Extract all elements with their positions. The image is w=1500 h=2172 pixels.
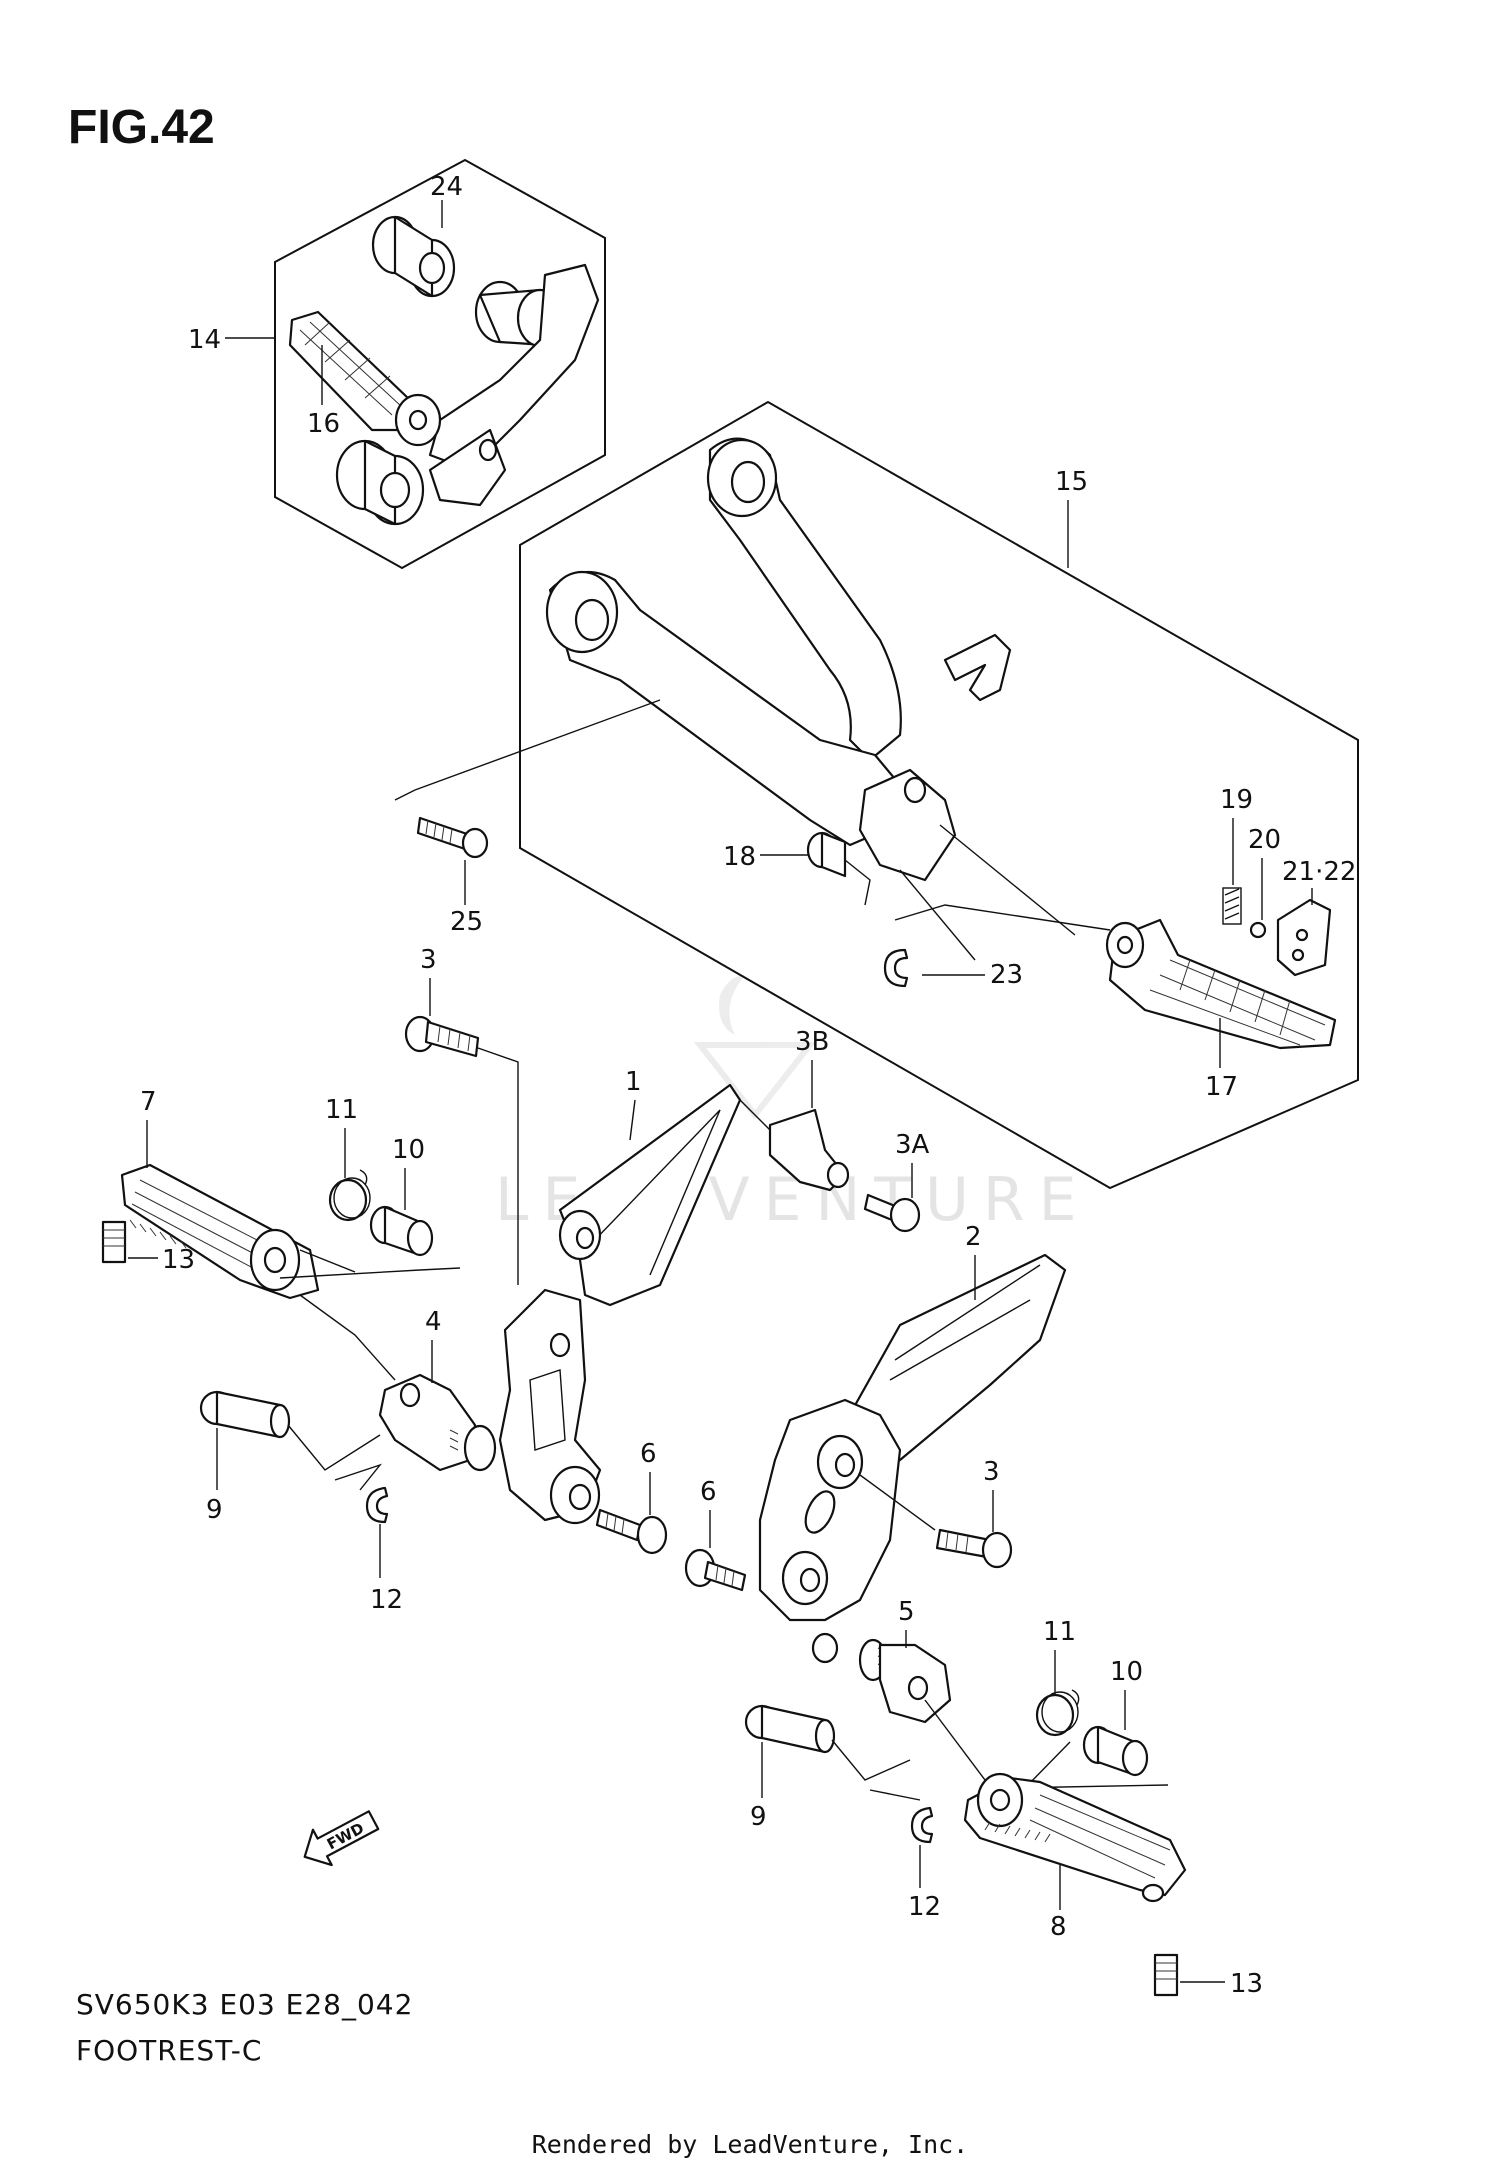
callout-2: 2 xyxy=(965,1222,982,1252)
bracket-2 xyxy=(758,1253,1067,1664)
passenger-bracket-14 xyxy=(288,215,600,526)
callout-1: 1 xyxy=(625,1067,642,1097)
callout-15: 15 xyxy=(1055,467,1088,497)
callout-25: 25 xyxy=(450,907,483,937)
callout-12-left: 12 xyxy=(370,1585,403,1615)
callout-17: 17 xyxy=(1205,1072,1238,1102)
callout-10-left: 10 xyxy=(392,1135,425,1165)
assembly-box-14 xyxy=(274,158,606,570)
callout-4: 4 xyxy=(425,1307,442,1337)
callout-6-a: 6 xyxy=(640,1439,657,1469)
spring-11-right xyxy=(1035,1689,1080,1737)
rider-bracket-15 xyxy=(545,437,1012,882)
callout-13-left: 13 xyxy=(162,1245,195,1275)
assembly-box-15 xyxy=(519,400,1359,1190)
render-credit: Rendered by LeadVenture, Inc. xyxy=(531,2130,969,2159)
holder-4 xyxy=(378,1373,497,1472)
callout-14: 14 xyxy=(188,325,221,355)
bolt-25 xyxy=(416,816,489,859)
callout-9-left: 9 xyxy=(206,1495,223,1525)
e-clip-12-right xyxy=(910,1806,934,1844)
spring-19 xyxy=(1222,887,1242,925)
callout-16: 16 xyxy=(307,409,340,439)
pin-10-left xyxy=(369,1205,434,1257)
footpeg-7 xyxy=(120,1163,320,1300)
spring-11-left xyxy=(328,1169,371,1222)
pin-10-right xyxy=(1082,1725,1149,1777)
callout-24: 24 xyxy=(430,172,463,202)
ball-20 xyxy=(1249,921,1267,939)
callout-7: 7 xyxy=(140,1087,157,1117)
bolt-6-b xyxy=(684,1548,747,1592)
bolt-13-left xyxy=(101,1220,127,1264)
e-clip-23 xyxy=(883,948,909,988)
bracket-1 xyxy=(498,1083,742,1525)
callout-3a: 3A xyxy=(895,1130,930,1160)
bolt-13-right xyxy=(1153,1953,1179,1997)
section-name: FOOTREST-C xyxy=(76,2034,263,2067)
figure-title: FIG.42 xyxy=(68,101,215,154)
callout-11-left: 11 xyxy=(325,1095,358,1125)
callout-20: 20 xyxy=(1248,825,1281,855)
fwd-arrow-icon: FWD xyxy=(303,1810,380,1867)
callout-21-22: 21·22 xyxy=(1282,857,1356,887)
callout-6-b: 6 xyxy=(700,1477,717,1507)
watermark-logo xyxy=(693,975,817,1120)
callout-19: 19 xyxy=(1220,785,1253,815)
callout-11-right: 11 xyxy=(1043,1617,1076,1647)
callout-3-right: 3 xyxy=(983,1457,1000,1487)
callout-13-right: 13 xyxy=(1230,1969,1263,1999)
bushing-3b xyxy=(768,1108,850,1192)
bolt-6-a xyxy=(595,1508,668,1555)
callout-10-right: 10 xyxy=(1110,1657,1143,1687)
pin-18 xyxy=(806,831,847,878)
bolt-3-right xyxy=(935,1528,1013,1569)
bolt-3-top xyxy=(404,1015,480,1058)
bolt-3a xyxy=(863,1193,921,1233)
e-clip-12-left xyxy=(365,1486,389,1524)
pin-9-right xyxy=(744,1704,836,1754)
callout-12-right: 12 xyxy=(908,1892,941,1922)
callout-8: 8 xyxy=(1050,1912,1067,1942)
model-code: SV650K3 E03 E28_042 xyxy=(76,1988,414,2021)
footpeg-17 xyxy=(1105,918,1337,1050)
callout-5: 5 xyxy=(898,1597,915,1627)
footpeg-8 xyxy=(963,1772,1187,1903)
callout-23: 23 xyxy=(990,960,1023,990)
callout-18: 18 xyxy=(723,842,756,872)
callout-9-right: 9 xyxy=(750,1802,767,1832)
pin-9-left xyxy=(199,1390,291,1439)
holder-5 xyxy=(858,1638,952,1724)
callout-3b: 3B xyxy=(795,1027,829,1057)
callout-3-top: 3 xyxy=(420,945,437,975)
plate-21-22 xyxy=(1276,898,1332,977)
